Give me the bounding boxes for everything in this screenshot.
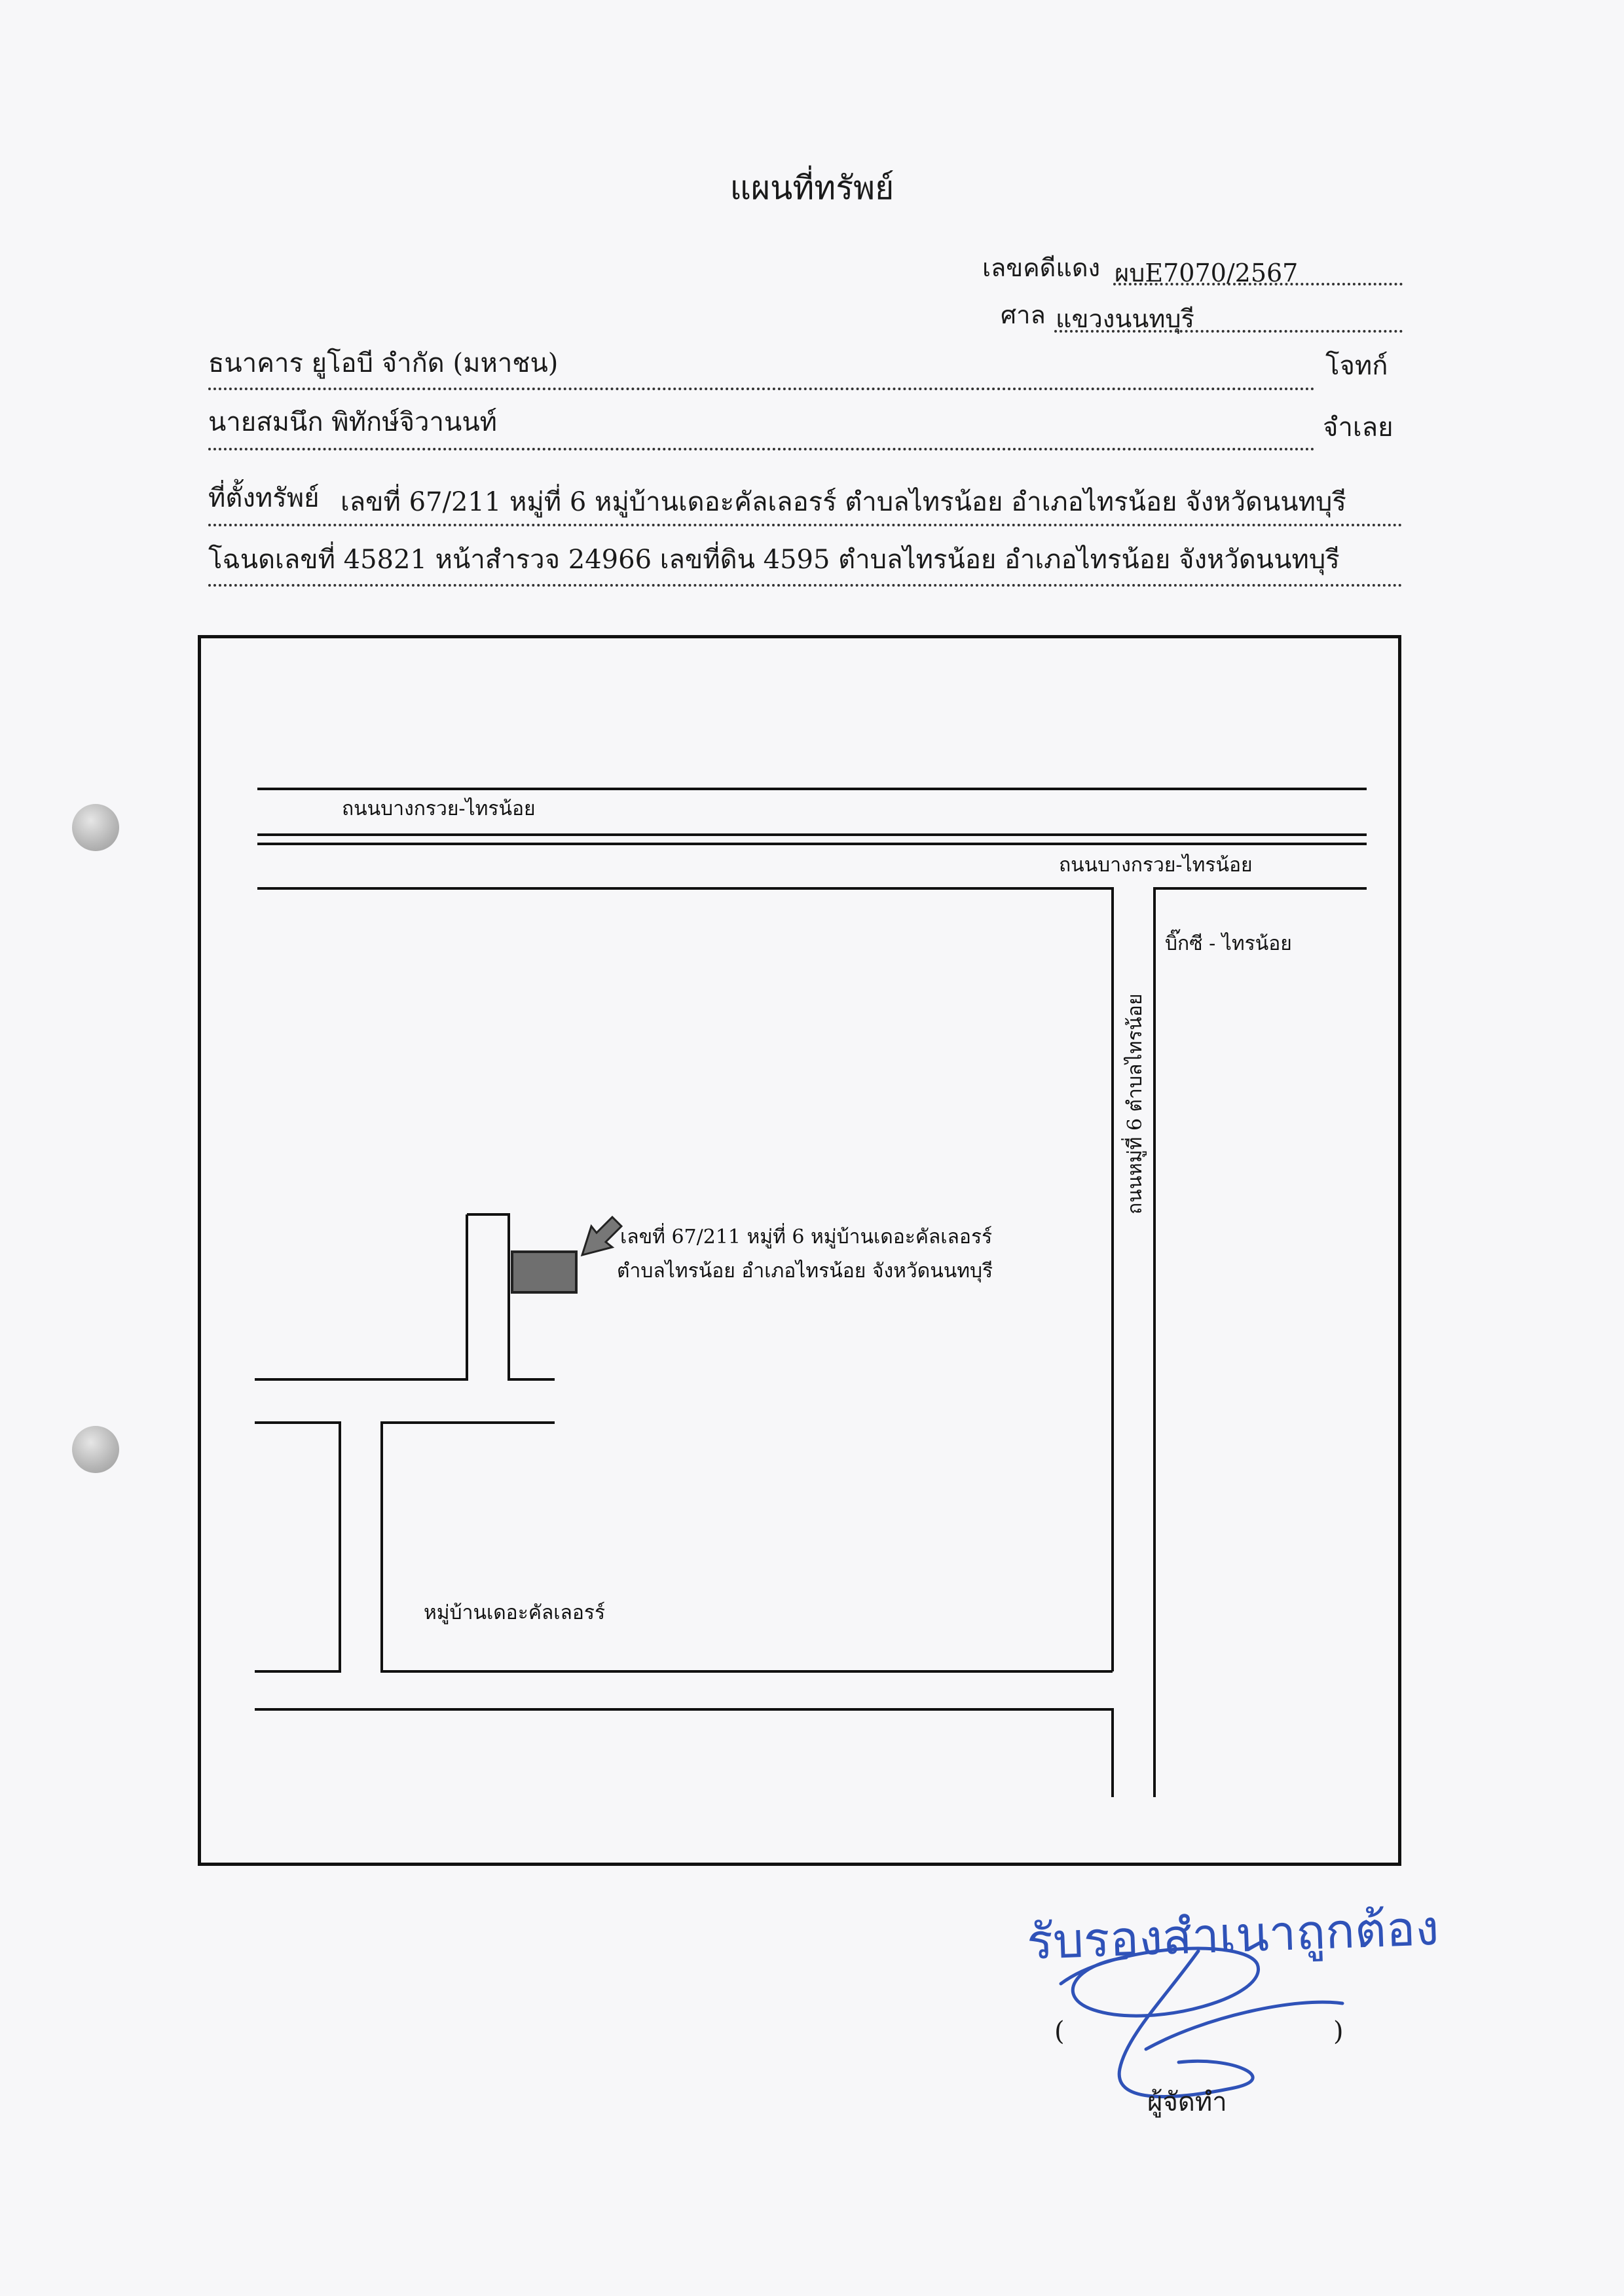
preparer-label: ผู้จัดทำ	[1147, 2087, 1227, 2117]
location-underline	[208, 524, 1403, 526]
case-number-value: ผบE7070/2567	[1115, 259, 1299, 287]
property-address-line-2: ตำบลไทรน้อย อำเภอไทรน้อย จังหวัดนนทบุรี	[617, 1259, 993, 1283]
plaintiff-underline	[208, 388, 1315, 390]
court-underline	[1054, 330, 1403, 333]
property-marker	[511, 1250, 578, 1294]
court-label: ศาล	[1001, 301, 1046, 329]
punch-hole-bottom	[72, 1426, 119, 1473]
road-label-top-left: ถนนบางกรวย-ไทรน้อย	[342, 797, 536, 820]
map-frame: ถนนบางกรวย-ไทรน้อย ถนนบางกรวย-ไทรน้อย บิ…	[198, 635, 1401, 1866]
defendant-name: นายสมนึก พิทักษ์จิวานนท์	[208, 407, 498, 437]
road-label-vertical: ถนนหมู่ที่ 6 ตำบลไทรน้อย	[1121, 994, 1147, 1215]
plaintiff-role: โจทก์	[1325, 351, 1388, 381]
plaintiff-name: ธนาคาร ยูโอบี จำกัด (มหาชน)	[208, 348, 559, 378]
location-label: ที่ตั้งทรัพย์	[208, 483, 320, 513]
deed-underline	[208, 584, 1403, 587]
case-number-label: เลขคดีแดง	[982, 253, 1101, 282]
paren-close: )	[1333, 2016, 1344, 2047]
case-number-underline	[1113, 283, 1403, 285]
punch-hole-top	[72, 804, 119, 851]
property-address-line-1: เลขที่ 67/211 หมู่ที่ 6 หมู่บ้านเดอะคัลเ…	[620, 1223, 992, 1248]
road-corner-left	[257, 887, 1114, 1671]
soi-lower-right	[380, 1421, 1113, 1673]
road-bottom	[255, 1708, 1114, 1797]
defendant-role: จำเลย	[1323, 412, 1393, 443]
soi-lower-left	[255, 1421, 341, 1673]
soi-lines-right	[467, 1213, 555, 1381]
paren-open: (	[1054, 2016, 1065, 2047]
page-title: แผนที่ทรัพย์	[729, 169, 895, 207]
property-map: ถนนบางกรวย-ไทรน้อย ถนนบางกรวย-ไทรน้อย บิ…	[255, 788, 1367, 1797]
arrow-icon	[580, 1215, 623, 1257]
signature	[1059, 1946, 1344, 2098]
road-label-top-right: ถนนบางกรวย-ไทรน้อย	[1059, 853, 1253, 877]
court-value: แขวงนนทบุรี	[1056, 304, 1194, 333]
village-label: หมู่บ้านเดอะคัลเลอรร์	[424, 1601, 605, 1624]
soi-lines	[255, 1214, 468, 1381]
road-corner-right	[1153, 887, 1367, 1797]
defendant-underline	[208, 448, 1315, 450]
deed-info: โฉนดเลขที่ 45821 หน้าสำรวจ 24966 เลขที่ด…	[208, 545, 1340, 575]
location-address: เลขที่ 67/211 หมู่ที่ 6 หมู่บ้านเดอะคัลเ…	[341, 487, 1346, 517]
road-label-bigc: บิ๊กซี - ไทรน้อย	[1165, 929, 1292, 955]
